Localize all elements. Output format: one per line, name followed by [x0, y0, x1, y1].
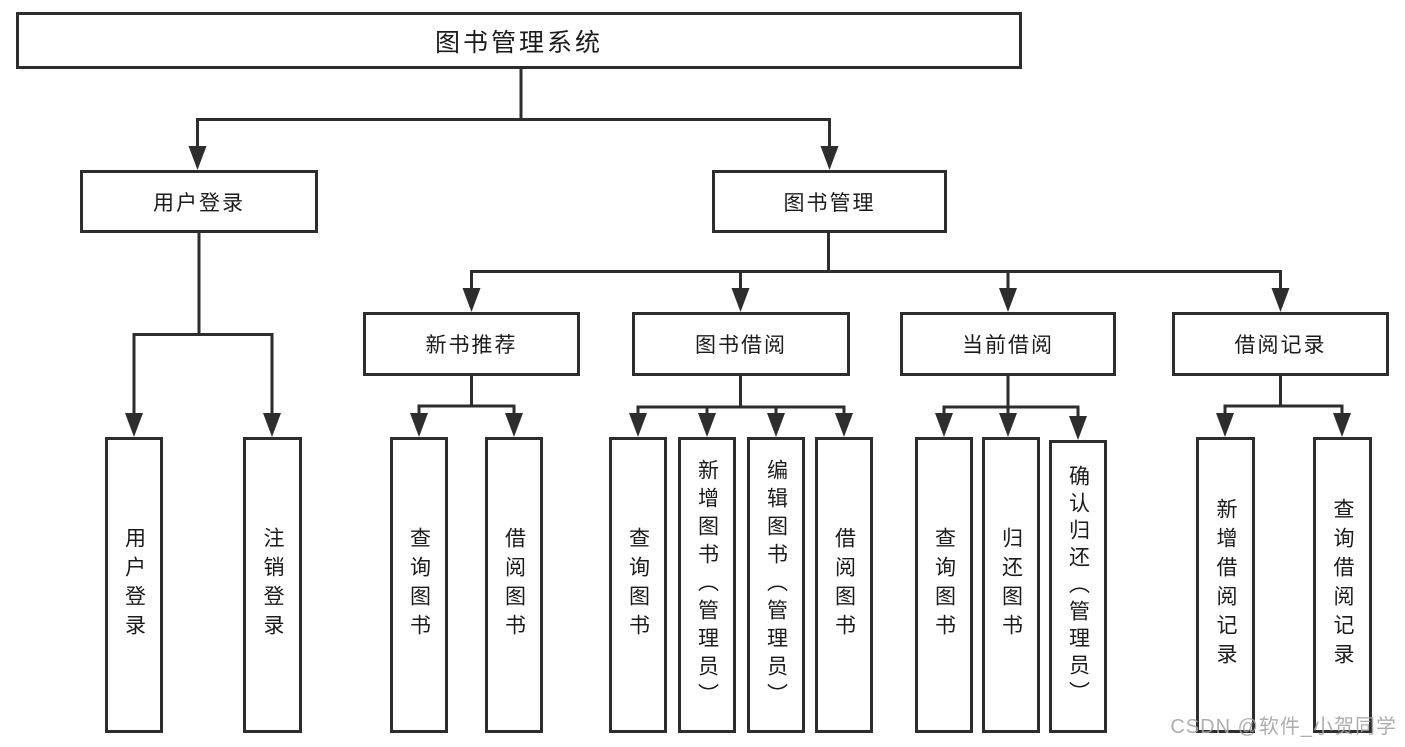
node-borrow-records: 借阅记录	[1172, 312, 1389, 376]
leaf-user-login-label: 用户登录	[122, 527, 146, 643]
leaf-query-borrow-record: 查询借阅记录	[1313, 437, 1372, 733]
leaf-confirm-return-admin: 确认归还（管理员）	[1049, 440, 1107, 733]
node-current-borrow-label: 当前借阅	[962, 334, 1054, 357]
leaf-query-books-recommend: 查询图书	[390, 437, 448, 733]
leaf-confirm-return-admin-label: 确认归还（管理员）	[1066, 465, 1090, 708]
leaf-borrow-books-recommend-label: 借阅图书	[502, 527, 526, 643]
node-user-login-label: 用户登录	[153, 191, 245, 215]
leaf-add-borrow-record-label: 新增借阅记录	[1214, 498, 1237, 672]
csdn-watermark: CSDN @软件_小贺同学	[1170, 716, 1397, 738]
node-new-book-recommend-label: 新书推荐	[425, 334, 518, 357]
leaf-edit-book-admin-label: 编辑图书（管理员）	[764, 459, 788, 711]
node-root-label: 图书管理系统	[434, 28, 603, 57]
leaf-user-login: 用户登录	[105, 437, 163, 733]
node-book-management: 图书管理	[712, 170, 947, 233]
node-root: 图书管理系统	[16, 12, 1022, 69]
node-book-management-label: 图书管理	[783, 191, 876, 215]
leaf-query-books-borrow: 查询图书	[609, 437, 667, 733]
node-new-book-recommend: 新书推荐	[363, 312, 580, 376]
node-book-borrow-label: 图书借阅	[695, 334, 787, 357]
node-user-login: 用户登录	[80, 170, 318, 233]
leaf-return-book: 归还图书	[982, 437, 1040, 733]
leaf-add-book-admin: 新增图书（管理员）	[678, 437, 736, 733]
leaf-logout: 注销登录	[243, 437, 302, 733]
leaf-borrow-book: 借阅图书	[815, 437, 873, 733]
leaf-query-borrow-record-label: 查询借阅记录	[1331, 498, 1354, 672]
node-book-borrow: 图书借阅	[632, 312, 850, 376]
leaf-query-books-current: 查询图书	[915, 437, 973, 733]
leaf-return-book-label: 归还图书	[999, 527, 1023, 643]
leaf-borrow-book-label: 借阅图书	[832, 527, 856, 643]
leaf-add-borrow-record: 新增借阅记录	[1196, 437, 1255, 733]
leaf-add-book-admin-label: 新增图书（管理员）	[695, 459, 719, 711]
leaf-query-books-borrow-label: 查询图书	[626, 527, 650, 643]
leaf-query-books-recommend-label: 查询图书	[407, 527, 431, 643]
leaf-borrow-books-recommend: 借阅图书	[485, 437, 543, 733]
leaf-logout-label: 注销登录	[261, 527, 284, 643]
node-current-borrow: 当前借阅	[900, 312, 1116, 376]
leaf-edit-book-admin: 编辑图书（管理员）	[747, 437, 805, 733]
node-borrow-records-label: 借阅记录	[1234, 334, 1327, 357]
leaf-query-books-current-label: 查询图书	[932, 527, 956, 643]
